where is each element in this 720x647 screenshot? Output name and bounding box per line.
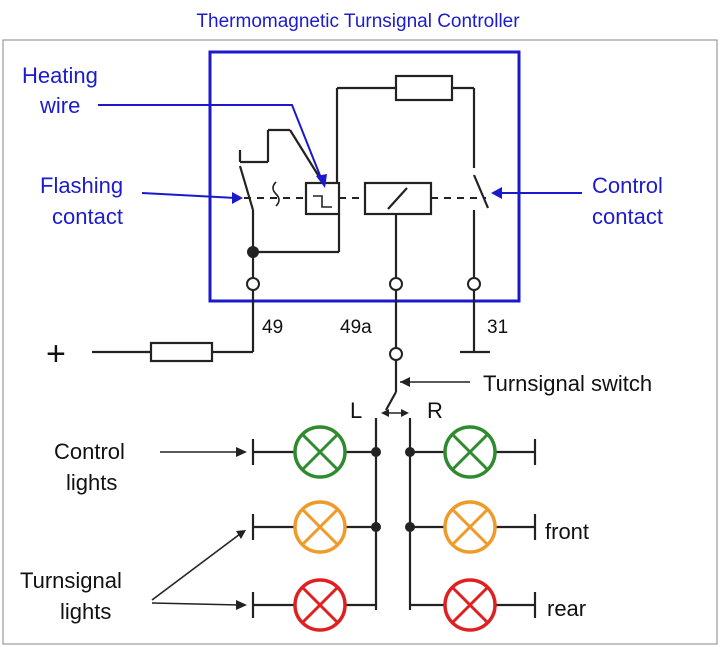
lamp-control-right bbox=[443, 425, 497, 479]
lamp-front-right bbox=[443, 500, 497, 554]
external-wiring bbox=[92, 290, 537, 618]
label-control-lights-line1: Control bbox=[54, 439, 125, 464]
label-front: front bbox=[545, 519, 589, 544]
lamp-rear-left bbox=[293, 578, 347, 632]
label-control-lights-line2: lights bbox=[66, 470, 117, 495]
label-heating-line2: wire bbox=[39, 93, 80, 118]
label-heating-line1: Heating bbox=[22, 63, 98, 88]
label-rear: rear bbox=[547, 596, 586, 621]
callout-arrows bbox=[98, 104, 582, 204]
terminal-31: 31 bbox=[487, 317, 508, 338]
terminal-49a: 49a bbox=[340, 317, 372, 338]
label-control-contact-line1: Control bbox=[592, 173, 663, 198]
plus-sign: + bbox=[46, 335, 66, 373]
label-turnsignal-lights-line1: Turnsignal bbox=[20, 568, 122, 593]
label-left: L bbox=[350, 398, 362, 423]
lamp-control-left bbox=[293, 425, 347, 479]
label-flashing-line1: Flashing bbox=[40, 173, 123, 198]
controller-box bbox=[208, 50, 521, 303]
diagram-frame bbox=[2, 39, 718, 645]
lamp-front-left bbox=[293, 500, 347, 554]
terminal-49: 49 bbox=[262, 317, 283, 338]
label-turnsignal-switch: Turnsignal switch bbox=[483, 371, 652, 396]
label-control-contact-line2: contact bbox=[592, 204, 663, 229]
label-flashing-line2: contact bbox=[52, 204, 123, 229]
lamp-rear-right bbox=[443, 578, 497, 632]
light-callouts bbox=[151, 447, 247, 610]
label-turnsignal-lights-line2: lights bbox=[60, 599, 111, 624]
relay-wiring bbox=[238, 74, 490, 291]
diagram-title: Thermomagnetic Turnsignal Controller bbox=[196, 11, 520, 32]
label-right: R bbox=[427, 398, 443, 423]
